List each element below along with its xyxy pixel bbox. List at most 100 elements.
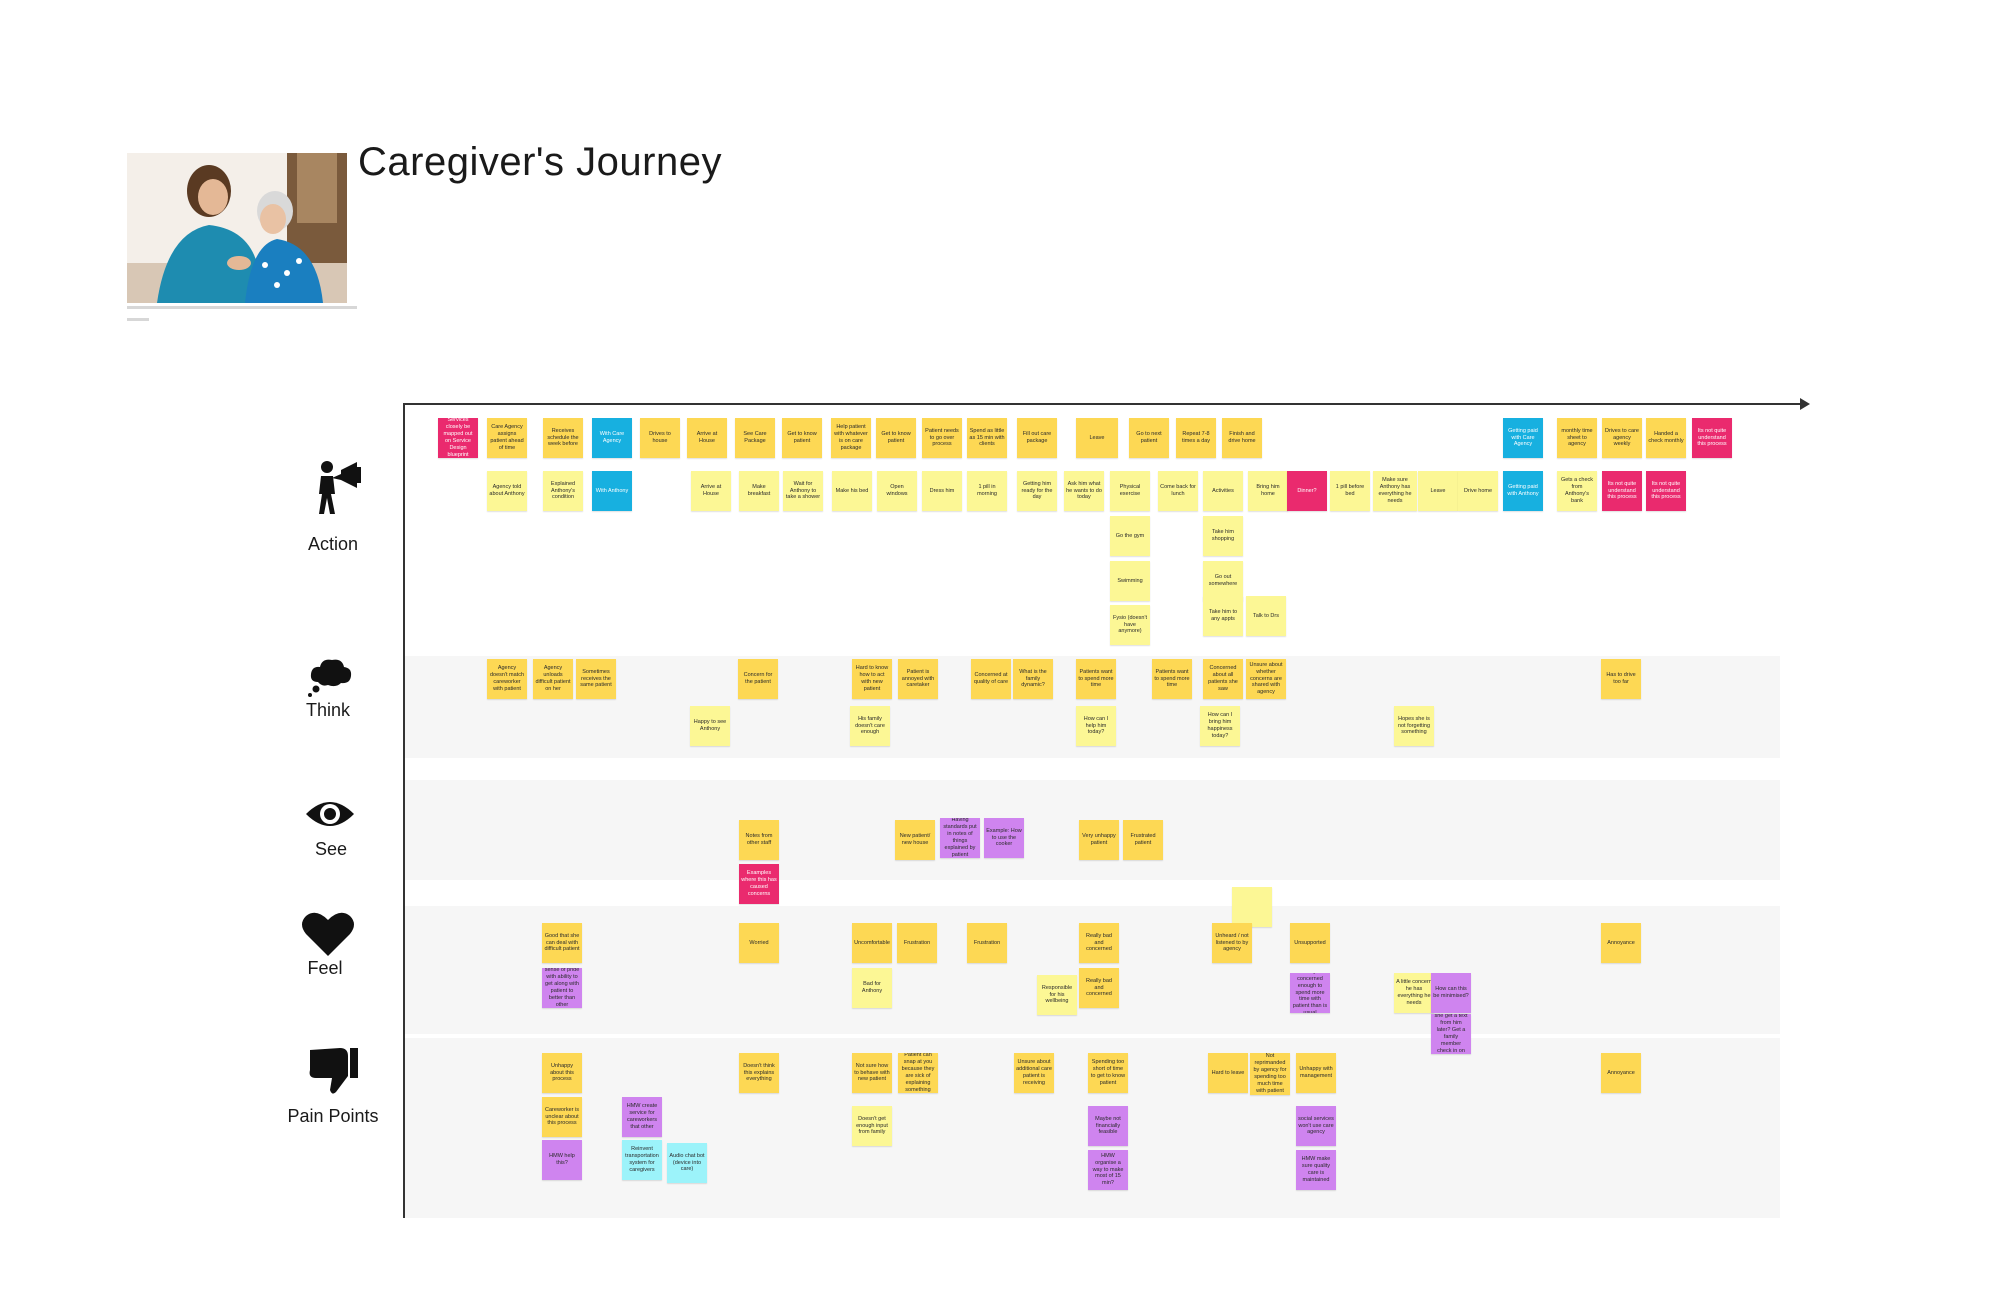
- sticky-note[interactable]: How can I help him today?: [1076, 706, 1116, 746]
- sticky-note[interactable]: Physical exercise: [1110, 471, 1150, 511]
- sticky-note[interactable]: Worried: [739, 923, 779, 963]
- sticky-note[interactable]: Unsure about whether concerns are shared…: [1246, 659, 1286, 699]
- sticky-note[interactable]: Arrive at House: [691, 471, 731, 511]
- sticky-note[interactable]: Concerned at quality of care: [971, 659, 1011, 699]
- sticky-note[interactable]: Dinner?: [1287, 471, 1327, 511]
- sticky-note[interactable]: Reinvent transportation system for careg…: [622, 1140, 662, 1180]
- sticky-note[interactable]: Leave: [1076, 418, 1118, 458]
- sticky-note[interactable]: How can this be minimised?: [1431, 973, 1471, 1013]
- sticky-note[interactable]: Ask him what he wants to do today: [1064, 471, 1104, 511]
- sticky-note[interactable]: Receives schedule the week before: [543, 418, 583, 458]
- sticky-note[interactable]: Patients want to spend more time: [1076, 659, 1116, 699]
- sticky-note[interactable]: Not sure how to behave with new patient: [852, 1053, 892, 1093]
- sticky-note[interactable]: Go to next patient: [1129, 418, 1169, 458]
- sticky-note[interactable]: 1 pill before bed: [1330, 471, 1370, 511]
- sticky-note[interactable]: Getting paid with Anthony: [1503, 471, 1543, 511]
- sticky-note[interactable]: With Care Agency: [592, 418, 632, 458]
- sticky-note[interactable]: Annoyance: [1601, 923, 1641, 963]
- sticky-note[interactable]: HMW create service for careworkers that …: [622, 1097, 662, 1137]
- sticky-note[interactable]: Patients want to spend more time: [1152, 659, 1192, 699]
- sticky-note[interactable]: Unheard / not listened to by agency: [1212, 923, 1252, 963]
- sticky-note[interactable]: Agency doesn't match careworker with pat…: [487, 659, 527, 699]
- sticky-note[interactable]: Come back for lunch: [1158, 471, 1198, 511]
- sticky-note[interactable]: Very unhappy patient: [1079, 820, 1119, 860]
- sticky-note[interactable]: Go the gym: [1110, 516, 1150, 556]
- sticky-note[interactable]: monthly time sheet to agency: [1557, 418, 1597, 458]
- sticky-note[interactable]: Maybe not financially feasible: [1088, 1106, 1128, 1146]
- sticky-note[interactable]: Spending too short of time to get to kno…: [1088, 1053, 1128, 1093]
- sticky-note[interactable]: 1 pill in morning: [967, 471, 1007, 511]
- sticky-note[interactable]: Talk to Drs: [1246, 596, 1286, 636]
- sticky-note[interactable]: Swimming: [1110, 561, 1150, 601]
- sticky-note[interactable]: Having standards put in notes of things …: [940, 818, 980, 858]
- sticky-note[interactable]: HMW organise a way to make most of 15 mi…: [1088, 1150, 1128, 1190]
- sticky-note[interactable]: Arrive at House: [687, 418, 727, 458]
- sticky-note[interactable]: Happy to see Anthony: [690, 706, 730, 746]
- sticky-note[interactable]: Hard to know how to act with new patient: [852, 659, 892, 699]
- sticky-note[interactable]: Hard to leave: [1208, 1053, 1248, 1093]
- sticky-note[interactable]: Spend as little as 15 min with clients: [967, 418, 1007, 458]
- sticky-note[interactable]: Unhappy about this process: [542, 1053, 582, 1093]
- sticky-note[interactable]: Has to drive too far: [1601, 659, 1641, 699]
- sticky-note[interactable]: HMW make sure quality care is maintained: [1296, 1150, 1336, 1190]
- sticky-note[interactable]: His family doesn't care enough: [850, 706, 890, 746]
- sticky-note[interactable]: Frustration: [897, 923, 937, 963]
- sticky-note[interactable]: Really bad and concerned: [1079, 968, 1119, 1008]
- sticky-note[interactable]: Doesn't get enough input from family: [852, 1106, 892, 1146]
- sticky-note[interactable]: Handed a check monthly: [1646, 418, 1686, 458]
- sticky-note[interactable]: See Care Package: [735, 418, 775, 458]
- sticky-note[interactable]: Fysio (doesn't have anymore): [1110, 605, 1150, 645]
- sticky-note[interactable]: Not reprimanded by agency for spending t…: [1250, 1053, 1290, 1095]
- sticky-note[interactable]: Make breakfast: [739, 471, 779, 511]
- sticky-note[interactable]: What is the family dynamic?: [1013, 659, 1053, 699]
- sticky-note[interactable]: Bring him home: [1248, 471, 1288, 511]
- sticky-note[interactable]: Made you concerned enough to spend more …: [1290, 973, 1330, 1013]
- sticky-note[interactable]: Getting him ready for the day: [1017, 471, 1057, 511]
- sticky-note[interactable]: Agency unloads difficult patient on her: [533, 659, 573, 699]
- sticky-note[interactable]: Drives to house: [640, 418, 680, 458]
- sticky-note[interactable]: Annoyance: [1601, 1053, 1641, 1093]
- sticky-note[interactable]: Hopes she is not forgetting something: [1394, 706, 1434, 746]
- sticky-note[interactable]: Make his bed: [832, 471, 872, 511]
- sticky-note[interactable]: Its not quite understand this process: [1602, 471, 1642, 511]
- sticky-note[interactable]: Unhappy with management: [1296, 1053, 1336, 1093]
- sticky-note[interactable]: Unsupported: [1290, 923, 1330, 963]
- sticky-note[interactable]: Help patient with whatever is on care pa…: [831, 418, 871, 458]
- sticky-note[interactable]: Finish and drive home: [1222, 418, 1262, 458]
- sticky-note[interactable]: Good that she can deal with difficult pa…: [542, 923, 582, 963]
- sticky-note[interactable]: Drive home: [1458, 471, 1498, 511]
- sticky-note[interactable]: Really bad and concerned: [1079, 923, 1119, 963]
- sticky-note[interactable]: Concern for the patient: [738, 659, 778, 699]
- sticky-note[interactable]: Dress him: [922, 471, 962, 511]
- sticky-note[interactable]: Doesn't think this explains everything: [739, 1053, 779, 1093]
- sticky-note[interactable]: Care Agency assigns patient ahead of tim…: [487, 418, 527, 458]
- sticky-note[interactable]: Bad for Anthony: [852, 968, 892, 1008]
- sticky-note[interactable]: Leave: [1418, 471, 1458, 511]
- sticky-note[interactable]: Sometimes receives the same patient: [576, 659, 616, 699]
- sticky-note[interactable]: Activities: [1203, 471, 1243, 511]
- sticky-note[interactable]: Examples where this has caused concerns: [739, 864, 779, 904]
- sticky-note[interactable]: Get to know patient: [782, 418, 822, 458]
- sticky-note[interactable]: Wait for Anthony to take a shower: [783, 471, 823, 511]
- sticky-note[interactable]: Unsure about additional care patient is …: [1014, 1053, 1054, 1093]
- sticky-note[interactable]: Patient can snap at you because they are…: [898, 1053, 938, 1093]
- sticky-note[interactable]: Go out somewhere: [1203, 561, 1243, 601]
- sticky-note[interactable]: Repeat 7-8 times a day: [1176, 418, 1216, 458]
- sticky-note[interactable]: Example: Can she get a text from him lat…: [1431, 1014, 1471, 1054]
- sticky-note[interactable]: Example: How to use the cooker: [984, 818, 1024, 858]
- sticky-note[interactable]: Frustrated patient: [1123, 820, 1163, 860]
- sticky-note[interactable]: Take him to any appts: [1203, 596, 1243, 636]
- sticky-note[interactable]: Services closely be mapped out on Servic…: [438, 418, 478, 458]
- sticky-note[interactable]: Gets a check from Anthony's bank: [1557, 471, 1597, 511]
- sticky-note[interactable]: Concerned about all patients she saw: [1203, 659, 1243, 699]
- sticky-note[interactable]: Take him shopping: [1203, 516, 1243, 556]
- sticky-note[interactable]: Frustration: [967, 923, 1007, 963]
- sticky-note[interactable]: Explained Anthony's condition: [543, 471, 583, 511]
- sticky-note[interactable]: A little concern he has everything he ne…: [1394, 973, 1434, 1013]
- sticky-note[interactable]: [1232, 887, 1272, 927]
- sticky-note[interactable]: Notes from other staff: [739, 820, 779, 860]
- sticky-note[interactable]: Open windows: [877, 471, 917, 511]
- sticky-note[interactable]: With Anthony: [592, 471, 632, 511]
- sticky-note[interactable]: Its not quite understand this process: [1646, 471, 1686, 511]
- sticky-note[interactable]: HMW help this?: [542, 1140, 582, 1180]
